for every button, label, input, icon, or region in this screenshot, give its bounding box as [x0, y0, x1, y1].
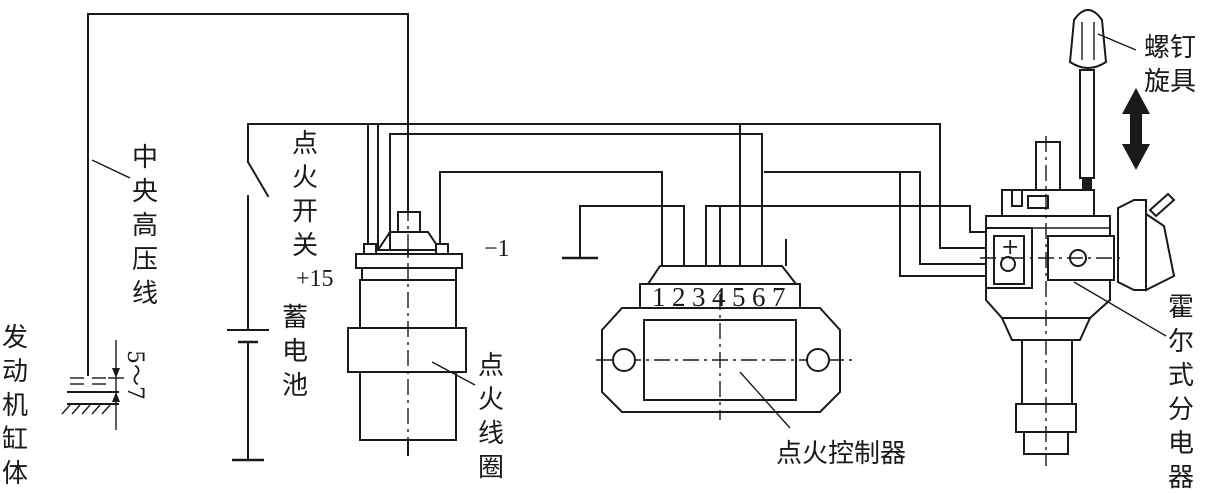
pin-3: 3 — [692, 282, 706, 312]
ignition-switch-char-2: 火 — [292, 163, 318, 193]
controller-wiring — [389, 123, 991, 277]
ignition-coil-char-1: 点 — [478, 351, 504, 381]
hall-distributor-char-5: 电 — [1168, 429, 1194, 459]
battery-label: 蓄 电 池 — [282, 303, 308, 401]
ignition-coil-char-4: 圈 — [478, 453, 504, 483]
pin-4: 4 — [712, 282, 726, 312]
central-hv-wire-char-3: 高 — [132, 211, 158, 241]
engine-block-char-1: 发 — [2, 323, 28, 353]
hall-sensor-mark: + — [1001, 235, 1019, 260]
central-hv-wire-char-5: 线 — [132, 279, 158, 309]
central-hv-wire-char-2: 央 — [132, 177, 158, 207]
central-hv-wire-label: 中 央 高 压 线 — [132, 143, 158, 309]
hall-distributor-char-4: 分 — [1168, 395, 1194, 425]
ignition-switch-char-1: 点 — [292, 129, 318, 159]
pin-6: 6 — [752, 282, 766, 312]
terminal-plus15-label: +15 — [296, 266, 334, 292]
controller-label: 点火控制器 — [776, 439, 906, 469]
gap-dimension-label: 5～7 — [122, 350, 147, 400]
ignition-switch-char-3: 开 — [292, 197, 318, 227]
screwdriver-icon — [1068, 9, 1108, 212]
screwdriver-label: 螺钉 旋具 — [1144, 33, 1196, 97]
screwdriver-line-1: 螺钉 — [1144, 33, 1196, 63]
battery-char-3: 池 — [282, 371, 308, 401]
hall-distributor-char-2: 尔 — [1168, 327, 1194, 357]
engine-block — [61, 340, 124, 430]
controller-pin-labels: 1 2 3 4 5 6 7 — [652, 282, 786, 312]
central-hv-wire-char-1: 中 — [132, 143, 158, 173]
screwdriver-line-2: 旋具 — [1144, 67, 1196, 97]
ignition-switch-label: 点 火 开 关 — [292, 129, 318, 261]
ignition-coil-char-2: 火 — [478, 385, 504, 415]
pin-2: 2 — [672, 282, 686, 312]
battery — [227, 329, 269, 462]
engine-block-char-5: 体 — [2, 459, 28, 489]
hall-distributor-label: 霍 尔 式 分 电 器 — [1168, 293, 1194, 493]
move-direction-arrow-icon — [1122, 88, 1150, 170]
pin-7: 7 — [772, 282, 786, 312]
central-hv-wire-char-4: 压 — [132, 245, 158, 275]
hall-distributor-char-3: 式 — [1168, 361, 1194, 391]
hall-distributor-char-1: 霍 — [1168, 293, 1194, 323]
ignition-coil — [347, 123, 741, 458]
engine-block-char-4: 缸 — [2, 425, 28, 455]
engine-block-char-2: 动 — [2, 357, 28, 387]
ignition-controller — [596, 265, 852, 420]
pin-1: 1 — [652, 282, 666, 312]
engine-block-label: 发 动 机 缸 体 — [2, 323, 28, 489]
engine-block-char-3: 机 — [2, 391, 28, 421]
ignition-coil-label: 点 火 线 圈 — [478, 351, 504, 483]
hall-distributor-char-6: 器 — [1168, 463, 1194, 493]
ignition-switch-char-4: 关 — [292, 231, 318, 261]
ignition-switch — [246, 123, 409, 331]
battery-char-1: 蓄 — [282, 303, 308, 333]
ignition-coil-char-3: 线 — [478, 419, 504, 449]
pin-5: 5 — [732, 282, 746, 312]
battery-char-2: 电 — [282, 337, 308, 367]
hall-distributor — [980, 136, 1176, 466]
terminal-minus1-label: −1 — [484, 236, 510, 262]
